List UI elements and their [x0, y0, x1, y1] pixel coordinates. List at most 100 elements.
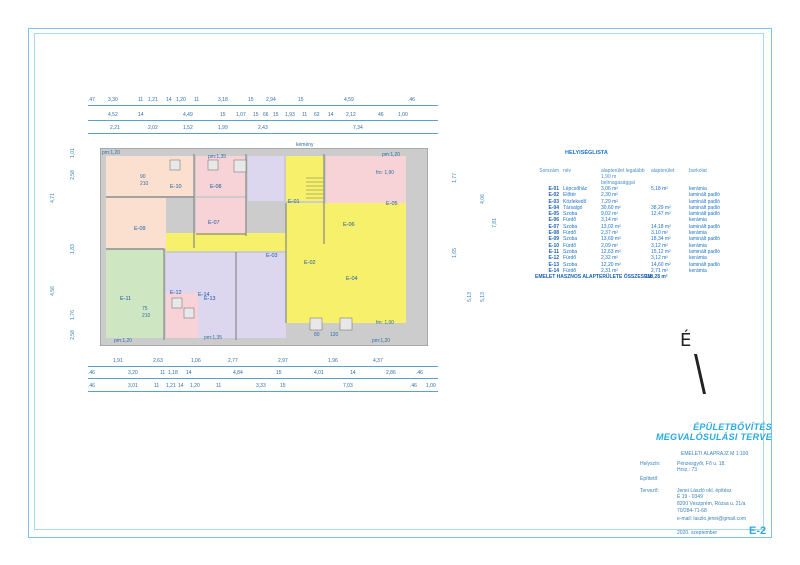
- note-door-90: 90: [140, 174, 146, 180]
- schedule-cell: Szoba: [563, 236, 578, 243]
- room-fill-E-03: [166, 233, 286, 251]
- schedule-cell: E-02: [548, 192, 559, 199]
- schedule-header: Sorszám név alapterület legalább 1,90 m …: [539, 168, 707, 186]
- dim-left-2: 4,56: [49, 286, 56, 296]
- note-pm-top-1: pm:1,20: [102, 150, 121, 156]
- schedule-cell: kerámia: [689, 242, 707, 249]
- stairs: [306, 177, 324, 199]
- schedule-cell: 3,12 m²: [651, 255, 668, 262]
- schedule-cell: 5,18 m²: [651, 186, 668, 192]
- room-label-E-11: E-11: [120, 296, 132, 302]
- room-label-E-07: E-07: [208, 220, 220, 226]
- fixtures: [169, 159, 353, 331]
- schedule-cell: 3,10 m²: [651, 230, 668, 237]
- dim-left-4: 1,76: [69, 310, 76, 320]
- sheet-outer-frame: [28, 28, 772, 538]
- note-door-210b: 210: [142, 313, 151, 319]
- tervezo-value-4: 70/284-71-68: [677, 508, 707, 514]
- note-door-210: 210: [140, 181, 149, 187]
- room-fill-E-01b: [286, 156, 324, 201]
- helyszin-value-2: Hrsz.: 73: [677, 467, 698, 473]
- schedule-cell: kerámia: [689, 217, 707, 224]
- room-label-E-06: E-06: [343, 222, 355, 228]
- helyszin-label: Helyszín:: [640, 461, 661, 467]
- dim-right-6: 1,65: [451, 248, 458, 258]
- schedule-cell: kerámia: [689, 267, 707, 274]
- dim-row-bottom-3: .46 3,01 11 1,21 14 1,20 11 3,33 15 7,03…: [88, 383, 438, 392]
- dim-row-bottom-2: .46 3,20 11 1,18 14 4,84 15 4,01 14 2,86…: [88, 370, 438, 379]
- schedule-cell: 2,71 m²: [651, 267, 668, 274]
- room-fill-E-09: [106, 198, 166, 248]
- schedule-cell: 2,30 m²: [601, 192, 618, 199]
- schedule-cell: laminált padló: [689, 198, 720, 205]
- room-label-E-04: E-04: [346, 276, 358, 282]
- tervezo-label: Tervező:: [640, 488, 659, 494]
- schedule-cell: Fürdő: [563, 230, 577, 237]
- helyszin-value-1: Pénzesgyőr, Fő u. 18.: [677, 461, 726, 467]
- schedule-cell: 14,60 m²: [651, 261, 671, 268]
- title-line-1: ÉPÜLETBŐVÍTÉS: [693, 422, 772, 432]
- schedule-cell: laminált padló: [689, 223, 720, 230]
- schedule-cell: laminált padló: [689, 204, 720, 211]
- schedule-sum-label: EMELET HASZNOS ALAPTERÜLETE ÖSSZESEN:: [535, 274, 653, 281]
- dim-right-1: 5,13: [479, 292, 486, 302]
- schedule-cell: Szoba: [563, 223, 578, 230]
- schedule-cell: Fürdő: [563, 217, 577, 224]
- dim-right-3: 1,77: [451, 173, 458, 183]
- schedule-cell: 15,12 m²: [651, 248, 671, 255]
- room-label-E-01: E-01: [288, 199, 300, 205]
- dim-row-bottom-1: 1,91 2,63 1,06 2,77 2,97 1,96 4,37: [88, 358, 438, 367]
- schedule-cell: Szoba: [563, 248, 578, 255]
- schedule-cell: 12,20 m²: [601, 261, 621, 268]
- schedule-sum-value: 118,28 m²: [645, 274, 668, 281]
- room-label-E-12: E-12: [170, 290, 182, 296]
- schedule-cell: E-12: [548, 255, 559, 262]
- note-win-120: 120: [330, 332, 339, 338]
- schedule-cell: 38,29 m²: [651, 204, 671, 211]
- dim-left-5: 1,83: [69, 244, 76, 254]
- room-label-E-13: E-13: [204, 296, 216, 302]
- room-label-E-08: E-08: [210, 184, 222, 190]
- schedule-cell: 3,12 m²: [651, 242, 668, 249]
- schedule-cell: 2,09 m²: [601, 242, 618, 249]
- schedule-cell: kerámia: [689, 186, 707, 192]
- note-pm-bottom-3: pm:1,20: [372, 338, 391, 344]
- dim-row-top-2: 4,52 14 4,49 15 1,07 15 66 15 1,93 11 62…: [88, 112, 438, 121]
- title-subtitle: EMELETI ALAPRAJZ M 1:100: [681, 451, 749, 457]
- dim-left-7: 1,01: [69, 148, 76, 158]
- north-arrow-icon: [694, 354, 706, 394]
- note-pm-top-3: pm:1,20: [382, 152, 401, 158]
- dim-right-5: 7,81: [491, 218, 498, 228]
- schedule-cell: Szoba: [563, 211, 578, 218]
- floor-plan-drawing: [100, 148, 428, 346]
- schedule-cell: 9,02 m²: [601, 211, 618, 218]
- schedule-cell: E-14: [548, 267, 559, 274]
- schedule-cell: 14,18 m²: [651, 223, 671, 230]
- schedule-cell: Előtér: [563, 192, 577, 199]
- schedule-cell: Fürdő: [563, 267, 577, 274]
- schedule-cell: E-13: [548, 261, 559, 268]
- schedule-cell: 12,47 m²: [651, 211, 671, 218]
- schedule-cell: 2,37 m²: [601, 230, 618, 237]
- note-pm-top-2: pm:1,35: [208, 154, 227, 160]
- schedule-cell: E-01: [548, 186, 559, 192]
- schedule-cell: E-11: [548, 248, 559, 255]
- room-fill-E-14: [198, 288, 234, 338]
- schedule-cell: laminált padló: [689, 261, 720, 268]
- room-fill-E-10: [106, 156, 194, 196]
- tervezo-value-2: É 19 - 0349: [677, 494, 703, 500]
- tervezo-value-5: e-mail: laszlo.jenei@gmail.com: [677, 516, 746, 522]
- room-label-E-09: E-09: [134, 226, 146, 232]
- schedule-cell: 7,29 m²: [601, 198, 618, 205]
- schedule-cell: 30,60 m²: [601, 204, 621, 211]
- schedule-cell: E-04: [548, 204, 559, 211]
- schedule-cell: Lépcsőház: [563, 186, 588, 192]
- schedule-cell: laminált padló: [689, 211, 720, 218]
